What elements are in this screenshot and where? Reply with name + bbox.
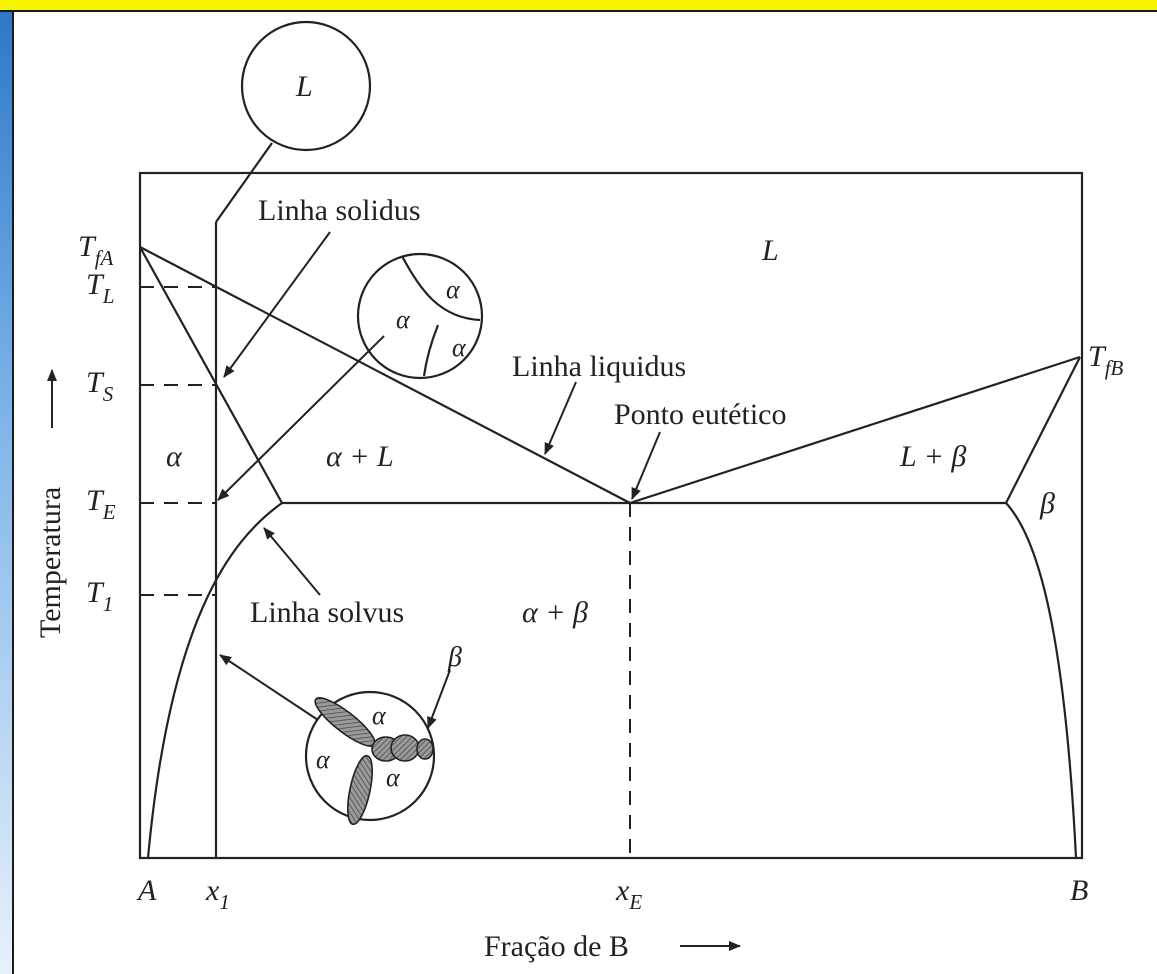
temp-label-t1: T1	[86, 576, 113, 616]
temp-label-tfa: TfA	[78, 230, 114, 270]
solvus-curve-left	[146, 502, 283, 859]
region-alpha: α	[166, 440, 183, 473]
region-liquid: L	[761, 234, 779, 267]
temp-label-tl: TL	[86, 268, 114, 308]
liquidus-line-left	[139, 246, 631, 504]
solvus-curve-right	[1005, 502, 1078, 859]
liquidus-line-right	[629, 355, 1081, 505]
micro-ab-alpha-2: α	[316, 745, 331, 774]
alpha-grains-micrograph	[356, 252, 484, 380]
liquid-sample-bubble	[240, 20, 372, 152]
x-tick-b: B	[1070, 874, 1088, 907]
micro-ab-beta: β	[447, 642, 462, 673]
bubble-pointer-line	[215, 142, 273, 223]
axis-y-label: Temperatura	[34, 487, 67, 638]
left-gradient-strip	[0, 12, 14, 974]
alpha-beta-micrograph-arrow	[219, 654, 319, 721]
temp-label-ts: TS	[86, 366, 114, 406]
annotation-solvus: Linha solvus	[250, 596, 404, 629]
alpha-micrograph-arrow	[217, 335, 385, 501]
annotation-liquidus: Linha liquidus	[512, 350, 686, 383]
micro-ab-alpha-1: α	[372, 701, 387, 730]
axis-x-label: Fração de B	[484, 930, 629, 963]
temp-label-tfb: TfB	[1088, 340, 1124, 380]
region-liquid-beta: L + β	[899, 440, 966, 473]
region-alpha-liquid: α + L	[326, 440, 394, 473]
temp-label-te: TE	[86, 484, 116, 524]
solidus-arrow	[223, 231, 331, 378]
micro-ab-alpha-3: α	[386, 763, 401, 792]
eutectic-arrow	[631, 431, 661, 500]
solidus-line-right	[1005, 356, 1081, 504]
micro-alpha-3: α	[452, 333, 467, 362]
x-tick-x1: x1	[205, 874, 230, 914]
annotation-solidus: Linha solidus	[258, 194, 421, 227]
x-tick-xe: xE	[615, 874, 642, 914]
annotation-eutectic-point: Ponto eutético	[614, 398, 786, 431]
x-tick-a: A	[136, 874, 157, 907]
micro-alpha-1: α	[446, 275, 461, 304]
region-alpha-beta: α + β	[522, 596, 588, 629]
micro-alpha-2: α	[396, 305, 411, 334]
top-color-bar	[0, 0, 1157, 12]
bubble-liquid-label: L	[295, 70, 313, 103]
plot-frame	[138, 171, 1084, 860]
solidus-line-left	[139, 246, 283, 504]
solvus-arrow	[263, 527, 321, 596]
region-beta: β	[1039, 487, 1055, 520]
liquidus-arrow	[544, 381, 577, 455]
alpha-beta-micrograph	[304, 690, 436, 826]
beta-phase-pointer	[427, 669, 451, 729]
